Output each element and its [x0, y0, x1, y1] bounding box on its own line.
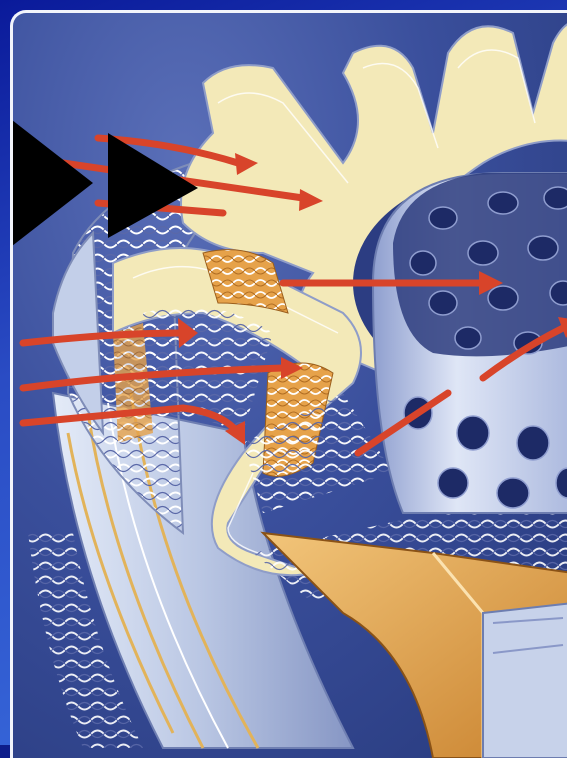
illustration-panel — [10, 10, 567, 758]
filter-illustration — [13, 13, 567, 758]
